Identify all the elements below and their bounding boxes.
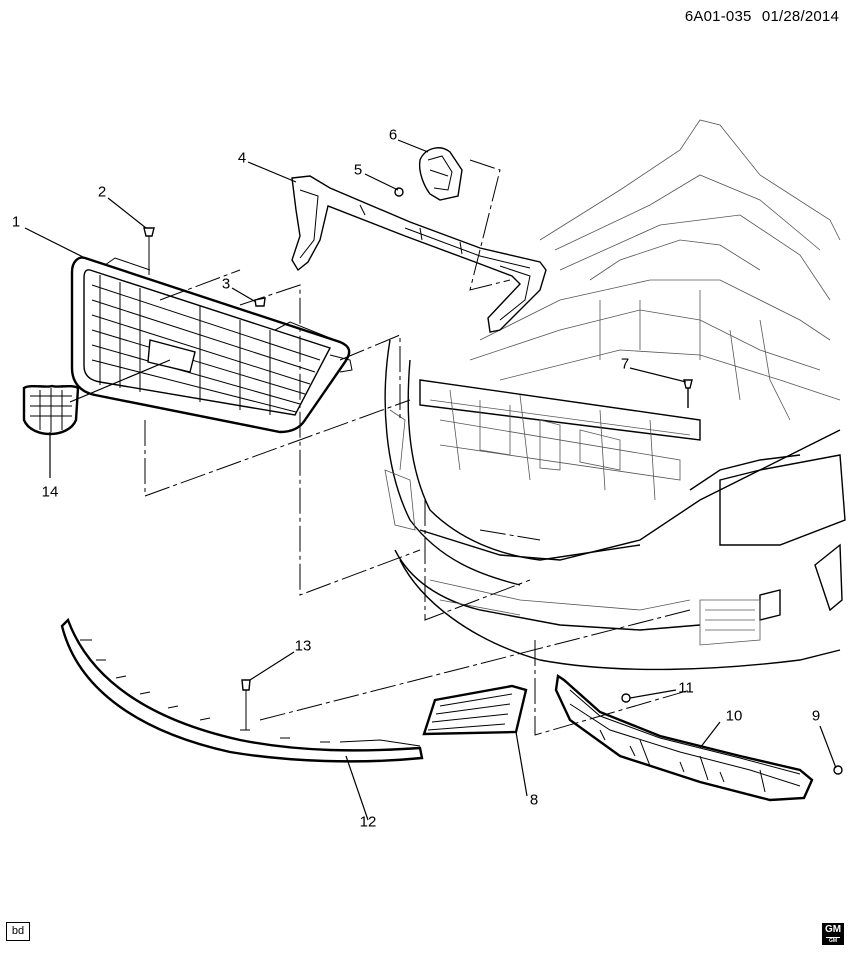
grille-part-1 [70,256,353,434]
diagram-date: 01/28/2014 [761,8,839,25]
molding-part-12 [60,617,424,763]
fastener-part-11 [621,693,631,703]
callout-12: 12 [359,813,377,831]
callout-4: 4 [237,149,247,167]
vehicle-front-body [384,119,846,671]
gm-logo-text: GM [824,924,842,935]
callout-2: 2 [97,183,107,201]
diagram-header: 6A01-035 01/28/2014 [679,8,839,25]
callout-6: 6 [388,126,398,144]
callout-13: 13 [294,637,312,655]
gm-logo-underline [826,937,840,938]
lower-grille-part-10 [554,673,814,802]
callout-8: 8 [529,791,539,809]
callout-11: 11 [678,679,694,697]
gm-logo: GM GM [822,923,844,945]
emblem-part-14 [22,384,80,436]
callout-5: 5 [353,161,363,179]
illustrator-tag: bd [6,922,30,941]
alignment-lines [144,159,691,736]
leader-lines [24,139,837,821]
insert-part-8 [422,684,528,736]
callout-3: 3 [221,275,231,293]
clip-part-3 [254,297,266,307]
clip-part-13 [241,679,251,730]
callout-10: 10 [725,707,743,725]
callout-14: 14 [41,483,59,501]
bolt-part-7 [683,379,693,408]
bracket-part-4 [291,175,547,333]
clip-part-2 [143,227,155,275]
callout-7: 7 [620,355,630,373]
callout-9: 9 [811,707,821,725]
gm-logo-subtext: GM [828,938,838,944]
diagram-code: 6A01-035 [684,8,752,25]
callout-1: 1 [11,213,21,231]
deflector-part-6 [418,147,463,201]
